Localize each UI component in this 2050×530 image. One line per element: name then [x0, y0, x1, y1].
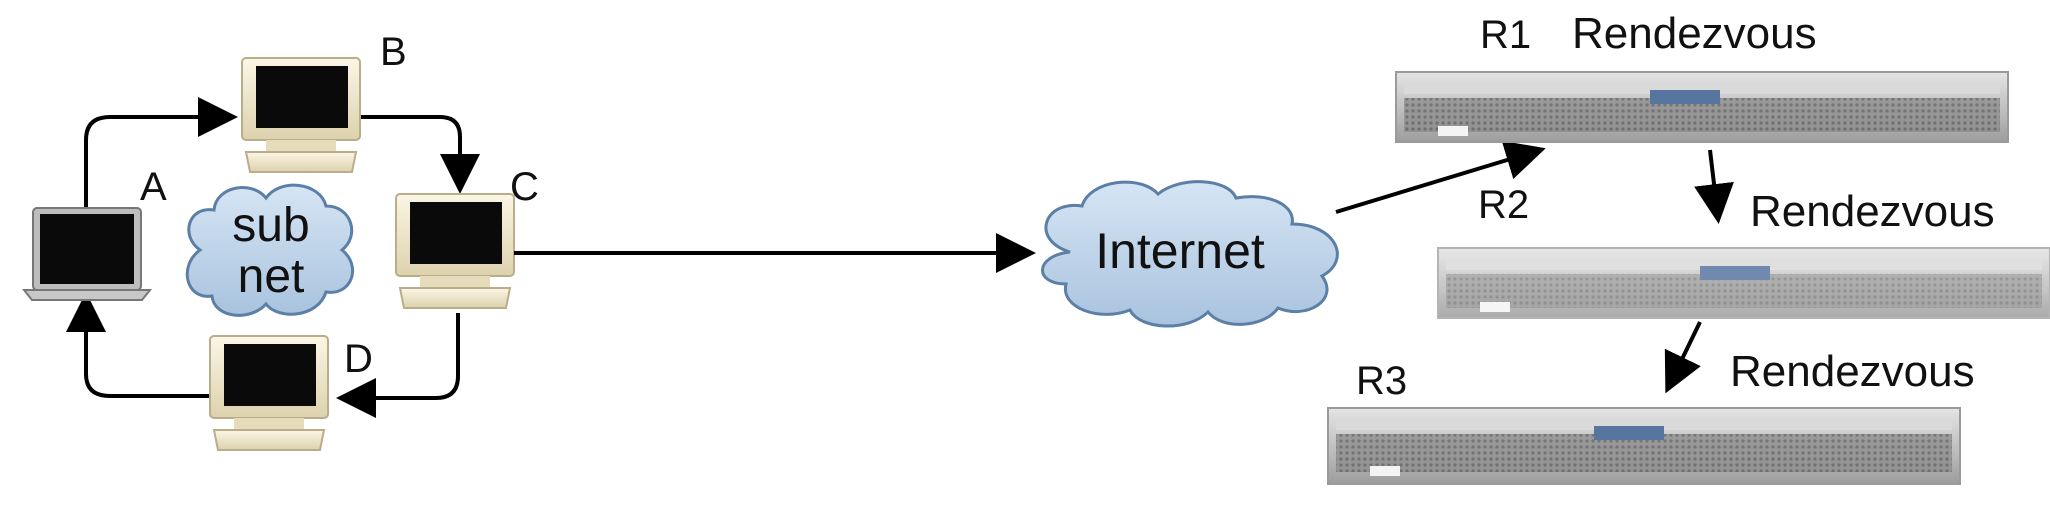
node-label-b: B — [380, 30, 407, 74]
internet-cloud: Internet — [1041, 180, 1339, 328]
internet-cloud-shape — [1041, 180, 1339, 328]
link-d-to-a — [66, 292, 215, 398]
subnet-links — [66, 97, 480, 418]
server-label-r3: R3 — [1356, 359, 1407, 403]
link-b-to-c — [352, 115, 480, 194]
server-label-r2: R2 — [1478, 183, 1529, 227]
node-label-c: C — [510, 165, 539, 209]
node-label-d: D — [344, 337, 373, 381]
server-role-r2: Rendezvous — [1750, 187, 1995, 236]
subnet-label-line1: sub — [232, 199, 309, 252]
server-label-r1: R1 — [1480, 13, 1531, 57]
subnet-cloud: sub net — [185, 183, 354, 317]
rack-server-icon — [1395, 71, 2009, 143]
link-r2-to-r3 — [1664, 321, 1702, 394]
link-internet-to-r1 — [1335, 140, 1546, 214]
subnet-cloud-shape — [185, 183, 354, 317]
desktop-computer-icon — [395, 193, 515, 309]
link-c-to-d — [336, 313, 460, 418]
desktop-computer-icon — [241, 57, 361, 173]
server-role-r1: Rendezvous — [1572, 9, 1817, 58]
node-label-a: A — [140, 165, 167, 209]
internet-label: Internet — [1095, 223, 1265, 279]
link-a-to-b — [84, 97, 238, 208]
rack-server-icon — [1327, 407, 1961, 485]
server-role-r3: Rendezvous — [1730, 347, 1975, 396]
link-r1-to-r2 — [1694, 149, 1734, 224]
desktop-computer-icon — [209, 335, 329, 451]
rack-server-icon — [1437, 247, 2050, 319]
subnet-label-line2: net — [238, 250, 305, 303]
laptop-icon — [21, 207, 153, 301]
